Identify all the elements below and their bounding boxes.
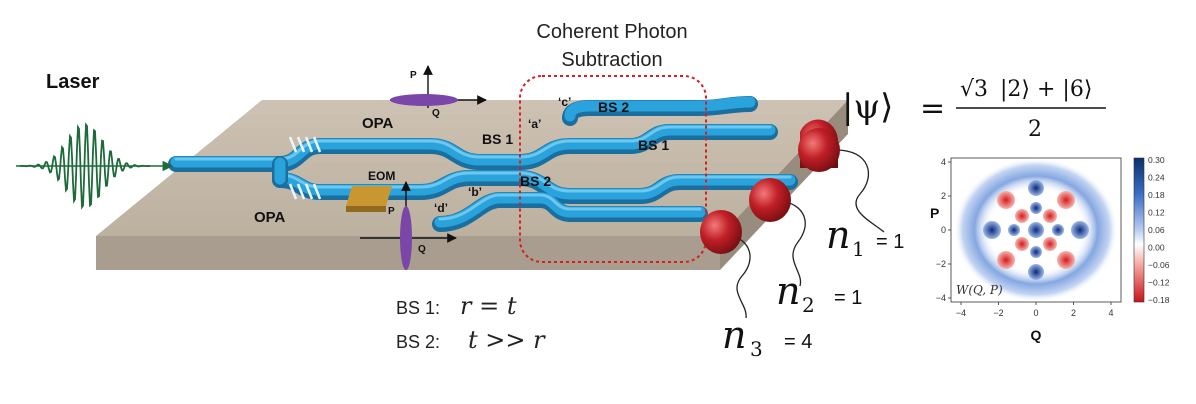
opa-gratings [288,136,322,200]
x-tick-label: −4 [956,308,966,318]
svg-text:n: n [776,269,800,313]
x-tick-label: −2 [993,308,1003,318]
wigner-lobe [1015,237,1029,251]
photon-detectors [700,119,840,254]
axis-p-top: P [410,70,417,81]
squeezed-ellipse-bottom [400,206,412,270]
condition-expr-2: t >> r [468,326,546,354]
wigner-ylabel: P [930,205,939,221]
colorbar-tick-label: −0.18 [1148,295,1170,305]
detector-fibers [727,149,885,319]
port-b: ‘b’ [468,185,482,199]
port-c: ‘c’ [558,95,571,109]
colorbar-tick-label: 0.00 [1148,243,1165,253]
opa-bottom-label: OPA [254,209,286,226]
x-tick-label: 4 [1108,308,1113,318]
detector-count-1: n 1 = 1 [826,213,904,261]
colorbar-tick-label: −0.12 [1148,278,1170,288]
wigner-lobe [1015,209,1029,223]
wigner-plot: −4 −2 0 2 4 4 2 0 −2 −4 0.30 0.24 0.18 0.12 0.06 0.00 −… [936,155,1170,318]
svg-text:n: n [722,313,746,357]
colorbar-tick-label: 0.12 [1148,208,1165,218]
axis-q-bottom: Q [418,244,426,255]
x-tick-label: 0 [1033,308,1038,318]
wigner-lobe [1052,224,1064,236]
bs1-right-label: BS 1 [638,137,669,153]
colorbar-tick-label: 0.18 [1148,190,1165,200]
y-tick-label: −2 [936,259,946,269]
wigner-lobe [1008,224,1020,236]
wigner-xlabel: Q [1031,327,1042,343]
detector-2 [749,178,791,222]
y-tick-label: −4 [936,293,946,303]
wigner-lobe [1028,264,1044,280]
laser-pulse [16,122,174,210]
svg-text:= 1: = 1 [834,287,862,309]
svg-text:2: 2 [802,293,815,317]
phase-space-bottom [360,181,457,270]
wigner-lobe [1057,191,1075,209]
detector-1 [798,119,840,172]
svg-text:3: 3 [750,337,763,361]
wigner-lobe [1030,202,1042,214]
state-lhs: |ψ⟩ [842,87,893,127]
axis-p-bottom: P [388,206,395,217]
state-equals: = [920,91,945,126]
svg-text:1: 1 [852,237,865,261]
title-line-2: Subtraction [561,49,662,71]
wigner-lobe [1030,246,1042,258]
laser-label: Laser [46,71,100,93]
detector-count-2: n 2 = 1 [776,269,862,317]
x-tick-label: 2 [1071,308,1076,318]
svg-text:n: n [826,213,850,257]
wigner-lobe [1043,237,1057,251]
squeezed-ellipse-top [390,94,458,106]
colorbar-tick-label: 0.24 [1148,173,1165,183]
state-numerator: |2⟩ + |6⟩ [1000,77,1092,102]
subtraction-box [519,75,707,263]
port-d: ‘d’ [434,201,448,215]
wigner-lobe [1028,180,1044,196]
bs2-left-label: BS 2 [520,173,551,189]
colorbar-tick-label: 0.30 [1148,155,1165,165]
y-tick-label: 0 [941,225,946,235]
eom-label: EOM [368,169,395,183]
opa-top-label: OPA [362,115,394,132]
bs-conditions: BS 1: r = t BS 2: t >> r [396,292,546,354]
wigner-lobe [997,251,1015,269]
state-denominator: 2 [1028,117,1042,142]
title-line-1: Coherent Photon [536,21,687,43]
y-tick-label: 4 [941,157,946,167]
condition-label-1: BS 1: [396,298,440,318]
state-equation: |ψ⟩ = √3 |2⟩ + |6⟩ 2 [842,77,1106,142]
detector-count-3: n 3 = 4 [722,313,812,361]
svg-text:= 4: = 4 [784,331,812,353]
colorbar-tick-label: 0.06 [1148,225,1165,235]
phase-space-top [390,65,487,108]
bs2-right-label: BS 2 [598,99,629,115]
wigner-lobe [997,191,1015,209]
condition-expr-1: r = t [460,292,517,320]
bs1-left-label: BS 1 [482,131,513,147]
state-sqrt: √3 [960,77,988,102]
colorbar [1133,157,1145,303]
detector-3 [700,210,742,254]
wigner-annotation: W(Q, P) [956,283,1003,297]
port-a: ‘a’ [528,117,541,131]
wigner-lobe [1057,251,1075,269]
condition-label-2: BS 2: [396,332,440,352]
svg-text:= 1: = 1 [876,231,904,253]
y-tick-label: 2 [941,191,946,201]
wigner-lobe [1071,221,1089,239]
wigner-lobe [1043,209,1057,223]
wigner-lobe [983,221,1001,239]
axis-q-top: Q [432,108,440,119]
wigner-lobe [1028,222,1044,238]
eom-block [346,186,392,212]
colorbar-tick-label: −0.06 [1148,260,1170,270]
